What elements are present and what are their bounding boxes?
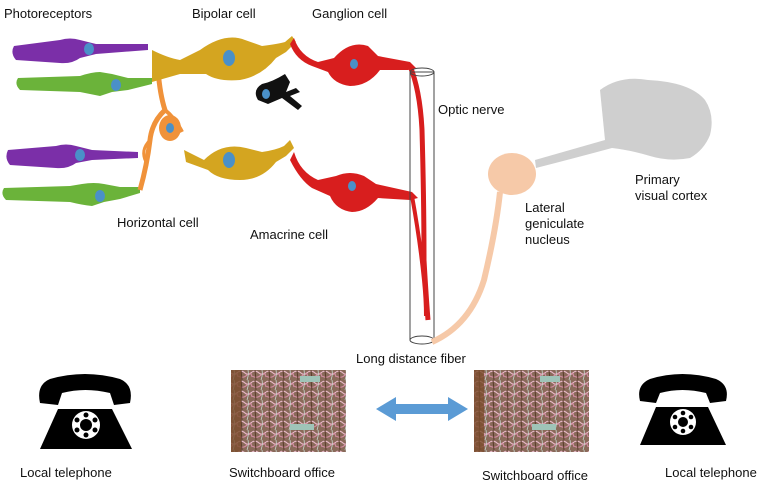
amacrine-cell	[255, 74, 302, 110]
optic-nerve-label: Optic nerve	[438, 102, 505, 117]
photoreceptors-label: Photoreceptors	[4, 6, 93, 21]
switchboard-left-label: Switchboard office	[229, 465, 335, 480]
horizontal-cell	[137, 69, 184, 191]
horizontal-cell-label: Horizontal cell	[117, 215, 199, 230]
local-telephone-right-label: Local telephone	[665, 465, 757, 480]
telephone-icon	[39, 374, 132, 449]
ganglion-cell-bottom	[290, 152, 428, 317]
rod-photoreceptor-bottom	[6, 144, 139, 169]
lgn-label-line1: Lateral	[525, 200, 565, 215]
primary-visual-cortex	[535, 78, 712, 168]
cone-photoreceptor-bottom	[2, 183, 141, 206]
switchboard-photo-left	[231, 370, 346, 452]
telephone-icon	[639, 374, 727, 445]
local-telephone-left-label: Local telephone	[20, 465, 112, 480]
switchboard-right-label: Switchboard office	[482, 468, 588, 483]
switchboard-photo-right	[474, 370, 589, 452]
cone-photoreceptor-top	[16, 72, 153, 96]
lgn-label-line3: nucleus	[525, 232, 570, 247]
lgn-label-line2: geniculate	[525, 216, 585, 231]
rod-photoreceptor-top	[12, 38, 149, 64]
lateral-geniculate-nucleus	[430, 153, 536, 345]
primary-visual-cortex-label-line1: Primary	[635, 172, 680, 187]
ganglion-cell-label: Ganglion cell	[312, 6, 388, 21]
bipolar-cell-bottom	[184, 140, 294, 180]
primary-visual-cortex-label-line2: visual cortex	[635, 188, 708, 203]
amacrine-cell-label: Amacrine cell	[250, 227, 329, 242]
bipolar-cell-label: Bipolar cell	[192, 6, 256, 21]
double-arrow	[376, 397, 468, 421]
bipolar-cell-top	[152, 36, 296, 82]
long-distance-fiber-label: Long distance fiber	[356, 351, 466, 366]
